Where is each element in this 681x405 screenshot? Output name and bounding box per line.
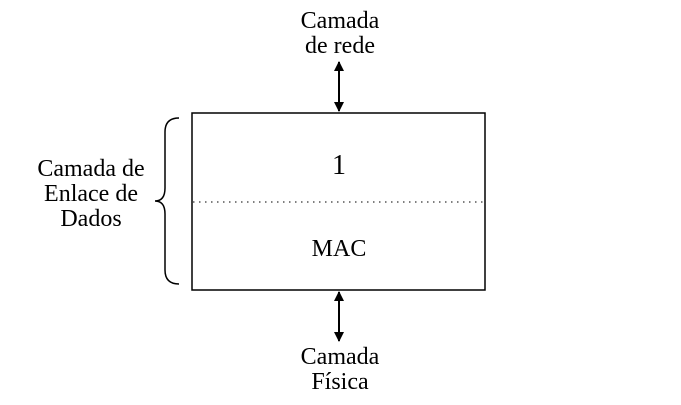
physical-layer-label: Camada Física: [280, 345, 400, 395]
data-link-brace: [154, 117, 180, 285]
data-link-label-line-2: Enlace de: [44, 181, 138, 207]
mac-sublayer-label: MAC: [312, 236, 367, 262]
data-link-box: [191, 112, 486, 291]
upper-sublayer-label: 1: [332, 150, 346, 181]
data-link-label: Camada de Enlace de Dados: [16, 157, 166, 232]
physical-layer-label-line-2: Física: [311, 369, 369, 395]
network-layer-label-line-1: Camada: [300, 8, 380, 34]
data-link-label-line-1: Camada de: [37, 156, 145, 182]
network-layer-label-line-2: de rede: [305, 33, 375, 59]
physical-layer-label-line-1: Camada: [300, 344, 380, 370]
data-link-label-line-3: Dados: [60, 206, 122, 232]
network-layer-label: Camada de rede: [280, 9, 400, 59]
